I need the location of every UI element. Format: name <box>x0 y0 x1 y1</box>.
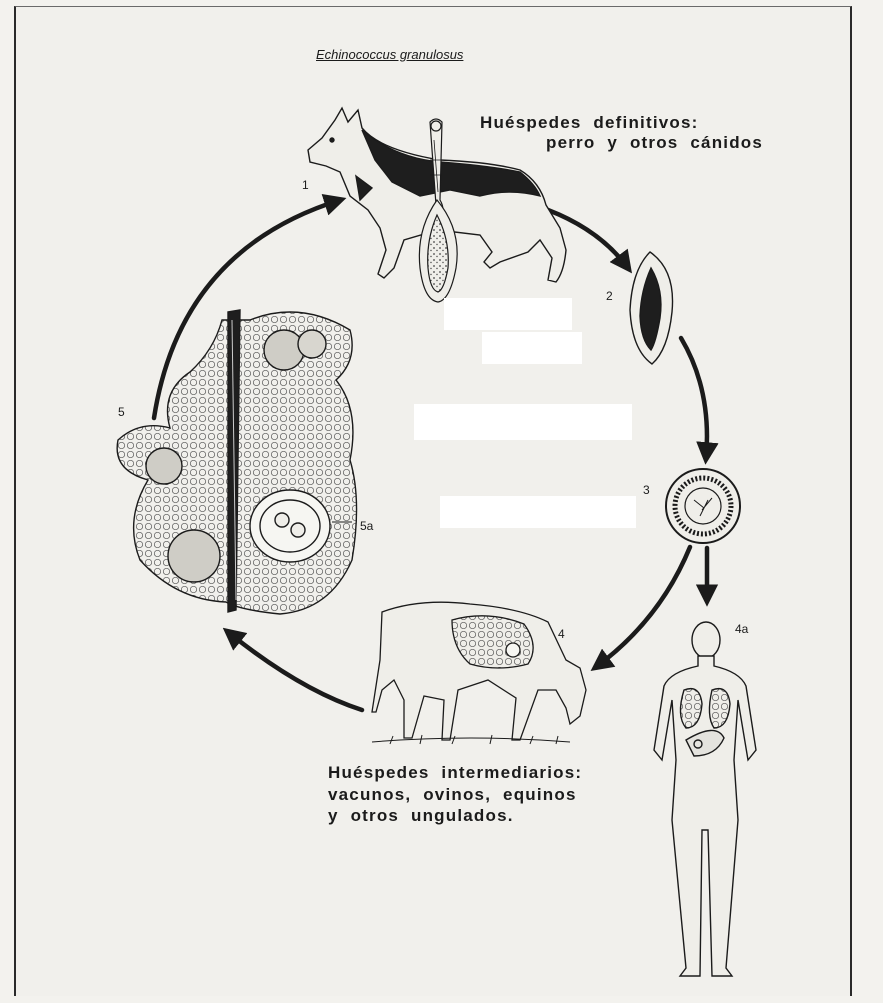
stage-label-3: 3 <box>643 483 650 497</box>
stage-label-5a: 5a <box>360 519 373 533</box>
proglottid-illustration <box>630 252 673 364</box>
label-mask-3 <box>414 404 632 440</box>
stage-label-2: 2 <box>606 289 613 303</box>
intermediate-hosts-heading: Huéspedes intermediarios: <box>328 763 582 783</box>
liver-illustration <box>117 310 356 614</box>
intermediate-hosts-examples-2: y otros ungulados. <box>328 806 514 826</box>
definitive-hosts-examples: perro y otros cánidos <box>546 133 763 153</box>
human-illustration <box>654 622 756 976</box>
label-mask-1 <box>444 298 572 330</box>
diagram-title: Echinococcus granulosus <box>316 47 463 62</box>
intermediate-hosts-examples-1: vacunos, ovinos, equinos <box>328 785 577 805</box>
stage-label-5: 5 <box>118 405 125 419</box>
label-mask-2 <box>482 332 582 364</box>
definitive-hosts-heading: Huéspedes definitivos: <box>480 113 699 133</box>
label-mask-4 <box>440 496 636 528</box>
stage-label-1: 1 <box>302 178 309 192</box>
arrow-egg-to-cow <box>596 547 690 667</box>
stage-label-4: 4 <box>558 627 565 641</box>
cow-illustration <box>372 602 586 744</box>
arrow-proglottid-to-egg <box>681 338 707 458</box>
stage-label-4a: 4a <box>735 622 748 636</box>
arrow-cow-to-liver <box>228 632 362 710</box>
egg-illustration <box>666 469 740 543</box>
